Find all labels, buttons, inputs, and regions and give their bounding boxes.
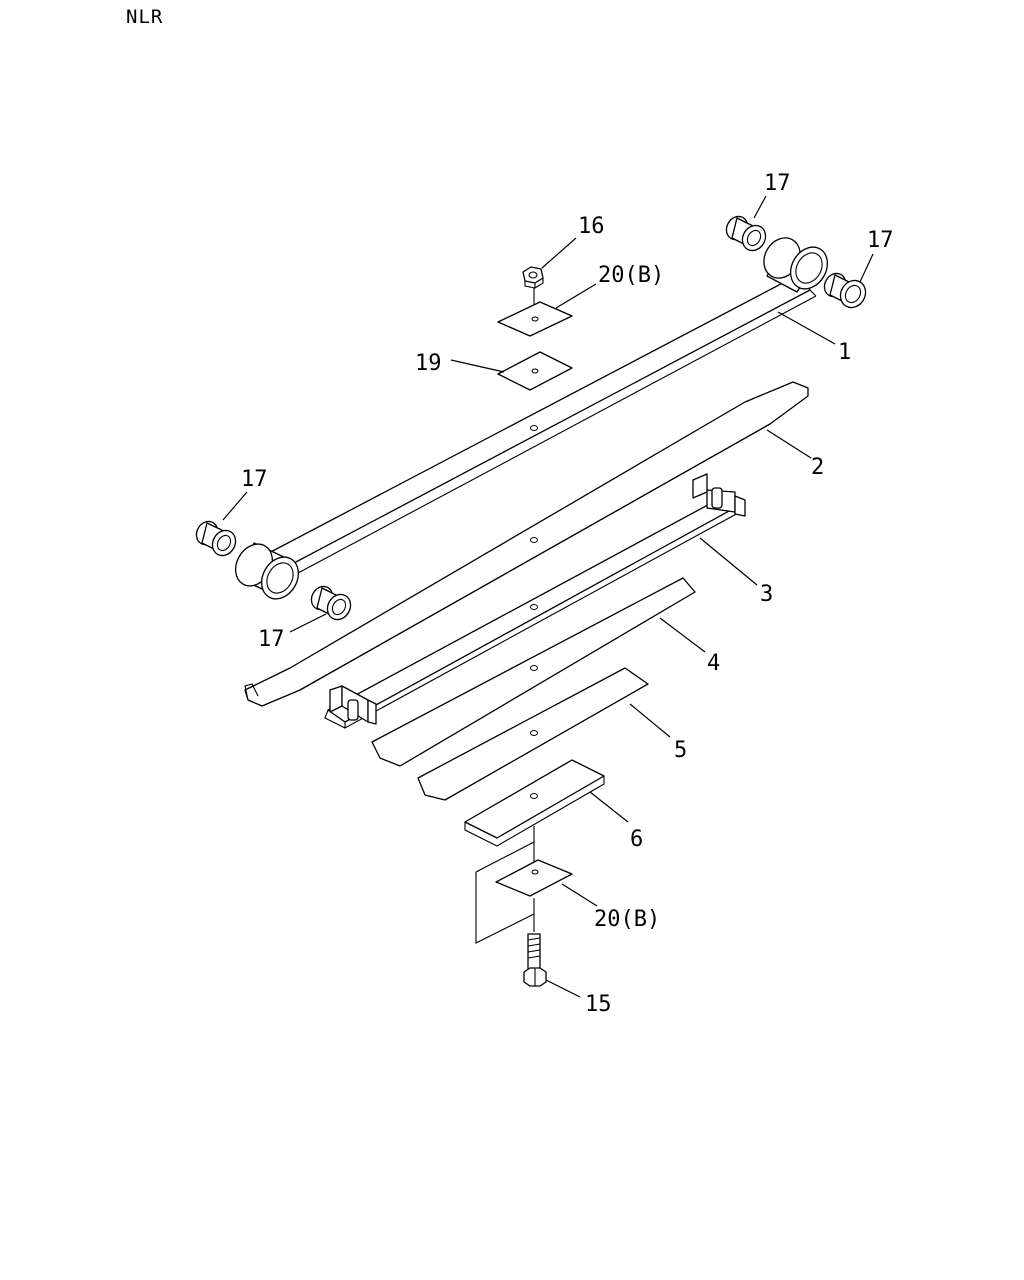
- assembly-bracket: [475, 872, 535, 944]
- callout-20b-top-plate: 20(B): [598, 263, 664, 288]
- callout-17-left-bushing: 17: [241, 467, 268, 492]
- callout-5-fifth-leaf: 5: [674, 738, 687, 763]
- callout-17-top-bushing: 17: [764, 171, 791, 196]
- callout-2-second-leaf: 2: [811, 455, 824, 480]
- part-16-nut: [522, 266, 544, 289]
- part-17-bushing-left: [195, 520, 237, 557]
- part-2-second-leaf: [244, 381, 809, 707]
- model-code-label: NLR: [126, 6, 164, 28]
- callout-17-right-bushing: 17: [867, 228, 894, 253]
- leaf-3-clip-right: [692, 473, 746, 517]
- part-6-sixth-leaf: [464, 759, 605, 847]
- part-1-main-leaf: [234, 237, 829, 600]
- main-leaf-eye-right: [763, 237, 829, 293]
- part-17-bushing-right: [823, 272, 867, 309]
- main-leaf-eye-left: [234, 542, 300, 600]
- part-3-third-leaf: [324, 473, 746, 729]
- callout-1-main-leaf: 1: [838, 340, 851, 365]
- part-19-spacer-plate: [497, 351, 573, 391]
- callout-3-third-leaf: 3: [760, 582, 773, 607]
- callout-20b-bottom-plate: 20(B): [594, 907, 660, 932]
- callout-17-lower-bushing: 17: [258, 627, 285, 652]
- callout-15-bolt: 15: [585, 992, 612, 1017]
- callout-4-fourth-leaf: 4: [707, 651, 720, 676]
- part-20b-plate-bottom: [495, 859, 573, 897]
- part-17-bushing-top: [725, 215, 767, 252]
- part-17-bushing-lower: [310, 585, 352, 621]
- part-15-bolt: [523, 933, 547, 987]
- part-4-fourth-leaf: [371, 577, 696, 767]
- part-5-fifth-leaf: [417, 667, 649, 801]
- callout-16-nut: 16: [578, 214, 605, 239]
- leaf-3-clip-left: [329, 685, 377, 725]
- leader-lines: [222, 195, 874, 998]
- callout-6-sixth-leaf: 6: [630, 827, 643, 852]
- part-20b-plate-top: [497, 301, 573, 337]
- callout-19-spacer: 19: [415, 351, 442, 376]
